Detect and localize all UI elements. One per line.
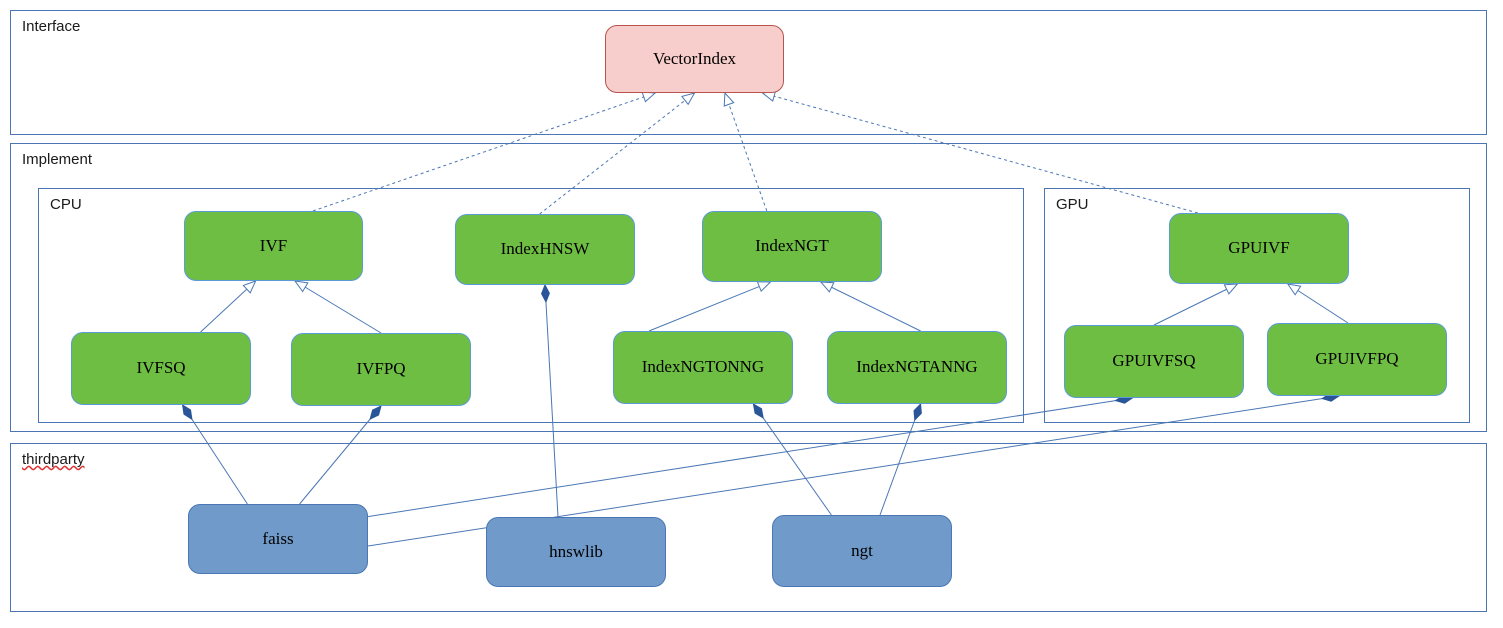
container-label-interface: Interface xyxy=(22,18,81,35)
class-node-indexngt[interactable]: IndexNGT xyxy=(702,211,882,282)
class-node-ivfpq[interactable]: IVFPQ xyxy=(291,333,471,406)
container-thirdparty xyxy=(10,443,1487,612)
container-interface xyxy=(10,10,1487,135)
class-node-ngt[interactable]: ngt xyxy=(772,515,952,587)
class-node-hnswlib[interactable]: hnswlib xyxy=(486,517,666,587)
class-node-gpuivfsq[interactable]: GPUIVFSQ xyxy=(1064,325,1244,398)
container-label-thirdparty: thirdparty xyxy=(22,451,85,468)
class-node-indexhnsw[interactable]: IndexHNSW xyxy=(455,214,635,285)
container-label-implement: Implement xyxy=(22,151,93,168)
container-label-cpu: CPU xyxy=(50,196,82,213)
class-node-indexngtanng[interactable]: IndexNGTANNG xyxy=(827,331,1007,404)
class-node-gpuivf[interactable]: GPUIVF xyxy=(1169,213,1349,284)
class-node-ivfsq[interactable]: IVFSQ xyxy=(71,332,251,405)
container-gpu xyxy=(1044,188,1470,423)
class-node-gpuivfpq[interactable]: GPUIVFPQ xyxy=(1267,323,1447,396)
class-node-faiss[interactable]: faiss xyxy=(188,504,368,574)
class-node-vectorindex[interactable]: VectorIndex xyxy=(605,25,784,93)
container-implement xyxy=(10,143,1487,432)
container-cpu xyxy=(38,188,1024,423)
class-node-indexngtonng[interactable]: IndexNGTONNG xyxy=(613,331,793,404)
container-label-gpu: GPU xyxy=(1056,196,1089,213)
class-node-ivf[interactable]: IVF xyxy=(184,211,363,281)
